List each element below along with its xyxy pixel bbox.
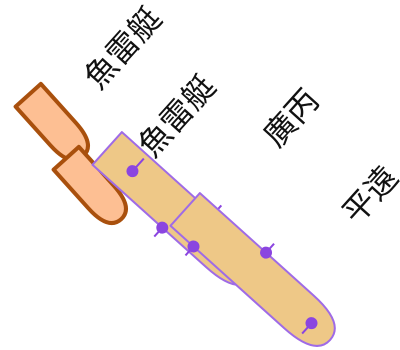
guangbing-label: 廣丙: [256, 81, 327, 154]
pingyuan-ship-piece[interactable]: [162, 184, 352, 350]
torpedo-boat-2-label: 魚雷艇: [131, 68, 223, 165]
torpedo-boat-1-label: 魚雷艇: [77, 0, 169, 96]
pingyuan-hull: [169, 192, 336, 347]
pingyuan-marker-bow: [301, 317, 318, 335]
torpedo-boat-piece-2[interactable]: [51, 144, 134, 231]
torpedo-boat-2-hull: [51, 144, 128, 226]
guangbing-marker-stern: [126, 157, 145, 178]
guangbing-marker-port: [153, 221, 169, 238]
pingyuan-marker-port: [184, 240, 200, 257]
pingyuan-marker-starboard: [260, 243, 275, 259]
pingyuan-label: 平遠: [335, 158, 400, 231]
